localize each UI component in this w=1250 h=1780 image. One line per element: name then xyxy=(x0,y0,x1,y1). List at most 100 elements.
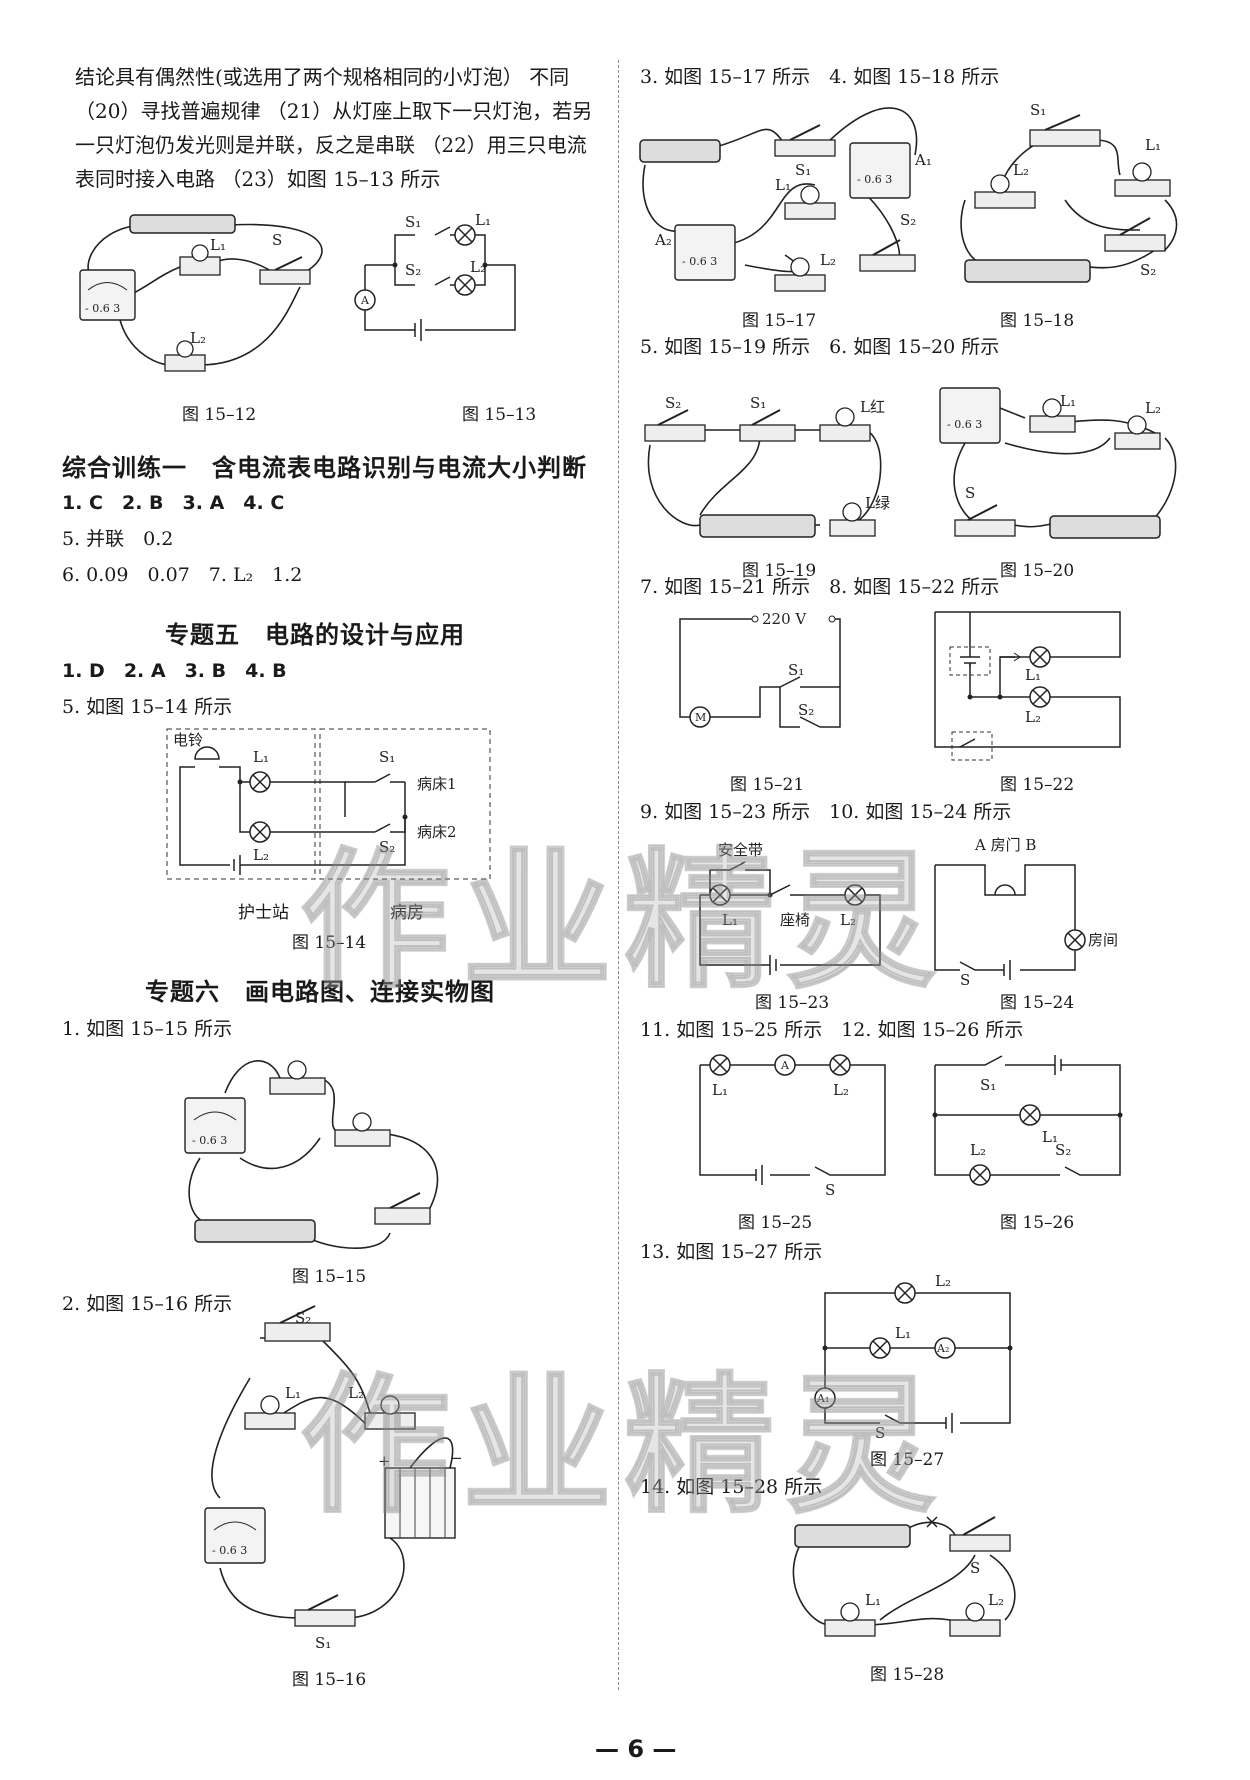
label-seatbelt: 安全带 xyxy=(718,841,763,859)
label-S-1525: S xyxy=(825,1181,835,1199)
svg-text:A₂: A₂ xyxy=(654,231,672,249)
answers-training1-a: 1. C 2. B 3. A 4. C xyxy=(62,492,285,514)
label-seat: 座椅 xyxy=(780,911,810,929)
label-L2-1523: L₂ xyxy=(840,911,856,929)
label-motor: M xyxy=(695,711,706,724)
svg-text:L₂: L₂ xyxy=(190,329,206,347)
svg-text:- 0.6 3: - 0.6 3 xyxy=(85,302,120,315)
svg-text:L₁: L₁ xyxy=(475,211,491,229)
answers-right-11-12: 11. 如图 15–25 所示 12. 如图 15–26 所示 xyxy=(640,1019,1024,1041)
answers-topic5-a: 1. D 2. A 3. B 4. B xyxy=(62,660,287,682)
svg-text:- 0.6 3: - 0.6 3 xyxy=(192,1134,227,1147)
svg-text:S₁: S₁ xyxy=(405,213,421,231)
svg-text:L₂: L₂ xyxy=(470,258,486,276)
figure-15-27: A₂ A₁ L₂ L₁ S xyxy=(814,1272,1013,1442)
caption-15-25: 图 15–25 xyxy=(738,1213,813,1233)
figure-15-28: S L₁ L₂ xyxy=(792,1516,1016,1637)
figure-15-26: S₁ L₁ L₂ S₂ xyxy=(932,1055,1123,1186)
svg-text:L₁: L₁ xyxy=(285,1384,301,1402)
svg-text:S₂: S₂ xyxy=(665,394,681,412)
label-L1-1522: L₁ xyxy=(1025,666,1041,684)
caption-15-19: 图 15–19 xyxy=(742,561,817,581)
label-L2-1526: L₂ xyxy=(970,1141,986,1159)
label-L1-1527: L₁ xyxy=(895,1324,911,1342)
label-bell: 电铃 xyxy=(173,731,203,749)
svg-text:S₂: S₂ xyxy=(1140,261,1156,279)
figure-15-14: 电铃 L₁ L₂ S₁ S₂ 病床1 病床2 xyxy=(166,728,491,880)
svg-text:S₁: S₁ xyxy=(795,161,811,179)
caption-15-22: 图 15–22 xyxy=(1000,775,1075,795)
answers-training1-b: 5. 并联 0.2 xyxy=(62,528,174,550)
caption-15-17: 图 15–17 xyxy=(742,311,817,331)
figure-15-17: - 0.6 3 - 0.6 3 S₁ A₁ L₁ A₂ S₂ L₂ xyxy=(639,107,932,292)
label-L1-1523: L₁ xyxy=(722,911,738,929)
figure-15-21: 220 V M S₁ S₂ xyxy=(679,610,841,728)
svg-text:S₁: S₁ xyxy=(750,394,766,412)
label-room: 房间 xyxy=(1088,931,1118,949)
label-S1-1526: S₁ xyxy=(980,1076,996,1094)
caption-15-27: 图 15–27 xyxy=(870,1450,945,1470)
svg-text:L₁: L₁ xyxy=(1060,392,1076,410)
svg-text:L红: L红 xyxy=(860,398,885,416)
watermark-1: 作业精灵 xyxy=(299,834,949,1010)
label-S-1524: S xyxy=(960,971,970,989)
svg-text:S₂: S₂ xyxy=(295,1309,311,1327)
svg-text:L₂: L₂ xyxy=(1145,399,1161,417)
label-A2-1527: A₂ xyxy=(936,1342,949,1355)
caption-15-16: 图 15–16 xyxy=(292,1670,367,1690)
label-L1-1526: L₁ xyxy=(1042,1128,1058,1146)
svg-text:L绿: L绿 xyxy=(865,494,890,512)
label-S2-1526: S₂ xyxy=(1055,1141,1071,1159)
svg-text:L₁: L₁ xyxy=(775,176,791,194)
caption-15-12: 图 15–12 xyxy=(182,405,257,425)
svg-text:S₂: S₂ xyxy=(405,261,421,279)
answers-training1-c: 6. 0.09 0.07 7. L₂ 1.2 xyxy=(62,564,303,586)
label-nurse-station: 护士站 xyxy=(238,903,289,923)
svg-text:L₂: L₂ xyxy=(820,251,836,269)
svg-text:- 0.6 3: - 0.6 3 xyxy=(212,1544,247,1557)
label-S-1527: S xyxy=(875,1424,885,1442)
section-title-topic6: 专题六 画电路图、连接实物图 xyxy=(145,978,495,1006)
label-220v: 220 V xyxy=(762,610,807,628)
label-L2-1525: L₂ xyxy=(833,1081,849,1099)
figure-15-18: S₁ L₁ L₂ S₂ xyxy=(960,101,1178,283)
caption-15-18: 图 15–18 xyxy=(1000,311,1075,331)
answers-right-9-10: 9. 如图 15–23 所示 10. 如图 15–24 所示 xyxy=(640,801,1012,823)
figure-15-23: 安全带 座椅 L₁ L₂ xyxy=(699,841,881,975)
caption-15-28: 图 15–28 xyxy=(870,1665,945,1685)
label-A1-1527: A₁ xyxy=(816,1392,829,1405)
section-title-training1: 综合训练一 含电流表电路识别与电流大小判断 xyxy=(62,454,587,482)
page-number: — 6 — xyxy=(595,1735,677,1763)
figure-15-20: - 0.6 3 L₁ L₂ S xyxy=(939,387,1177,539)
svg-text:- 0.6 3: - 0.6 3 xyxy=(857,173,892,186)
svg-text:S: S xyxy=(970,1559,980,1577)
label-L2-1522: L₂ xyxy=(1025,708,1041,726)
intro-paragraph: 结论具有偶然性(或选用了两个规格相同的小灯泡） 不同 （20）寻找普遍规律 （2… xyxy=(75,65,593,191)
svg-text:+: + xyxy=(378,1452,391,1470)
answers-topic5-b: 5. 如图 15–14 所示 xyxy=(62,696,233,718)
answers-right-14: 14. 如图 15–28 所示 xyxy=(640,1476,823,1498)
caption-15-21: 图 15–21 xyxy=(730,775,805,795)
caption-15-20: 图 15–20 xyxy=(1000,561,1075,581)
answers-right-13: 13. 如图 15–27 所示 xyxy=(640,1241,823,1263)
figure-15-15: - 0.6 3 xyxy=(184,1060,439,1250)
figure-15-12: L₁ S L₂ - 0.6 3 xyxy=(79,214,323,372)
svg-text:S₁: S₁ xyxy=(1030,101,1046,119)
figure-15-13: A S₁ L₁ S₂ L₂ xyxy=(354,211,516,341)
svg-text:L₂: L₂ xyxy=(988,1591,1004,1609)
figure-15-24: A 房门 B 房间 S xyxy=(934,836,1118,989)
svg-text:L₂: L₂ xyxy=(348,1384,364,1402)
figure-15-22: L₁ L₂ xyxy=(934,611,1121,761)
svg-text:L₁: L₁ xyxy=(1145,136,1161,154)
svg-text:A: A xyxy=(360,294,370,307)
label-L1-1525: L₁ xyxy=(712,1081,728,1099)
svg-text:S: S xyxy=(272,231,282,249)
caption-15-23: 图 15–23 xyxy=(755,993,830,1013)
svg-text:- 0.6 3: - 0.6 3 xyxy=(947,418,982,431)
section-title-topic5: 专题五 电路的设计与应用 xyxy=(165,621,465,649)
svg-text:- 0.6 3: - 0.6 3 xyxy=(682,255,717,268)
svg-text:L₁: L₁ xyxy=(210,236,226,254)
svg-text:A₁: A₁ xyxy=(914,151,932,169)
svg-text:L₂: L₂ xyxy=(1013,161,1029,179)
